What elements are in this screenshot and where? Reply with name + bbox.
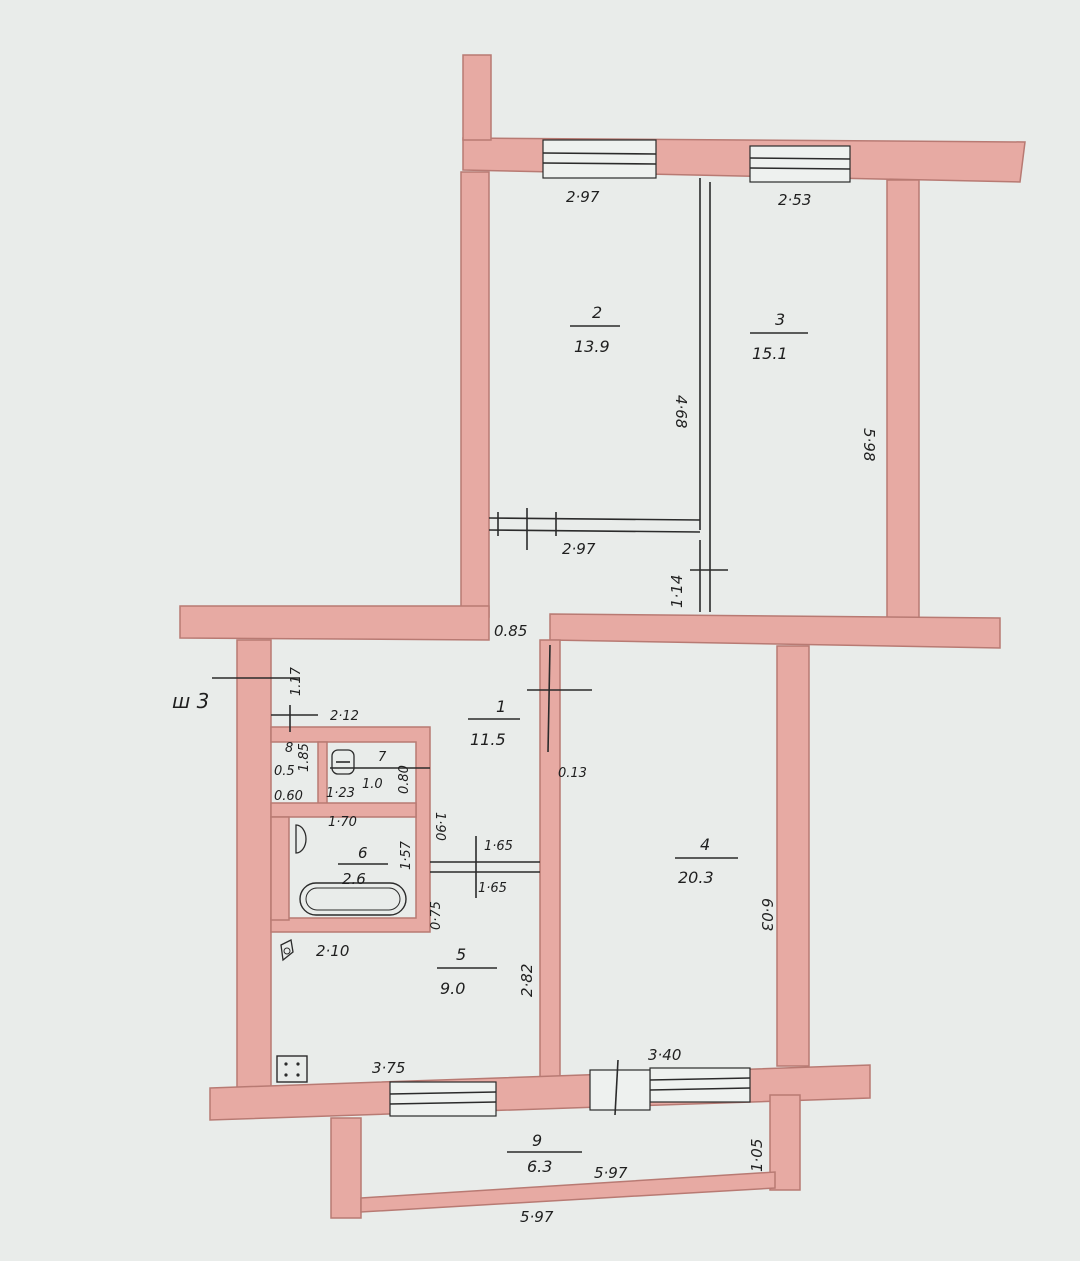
dim-balcony-outer: 5·97 bbox=[520, 1208, 554, 1226]
room-9-area: 6.3 bbox=[527, 1157, 552, 1176]
wall-balcony-bottom bbox=[360, 1171, 776, 1213]
stove-icon bbox=[276, 1055, 308, 1083]
wall-room4-left bbox=[539, 639, 561, 1081]
dim-1-65-top: 1·65 bbox=[484, 839, 513, 854]
partitions bbox=[212, 178, 728, 1153]
dim-1-17: 1.17 bbox=[289, 666, 304, 696]
dim-door-1-14: 1·14 bbox=[668, 575, 686, 608]
windows bbox=[389, 139, 851, 1117]
dim-balcony-inner: 5·97 bbox=[594, 1164, 628, 1182]
dim-1-90: 1·90 bbox=[432, 812, 447, 841]
window-kitchen bbox=[389, 1081, 497, 1117]
window-room4 bbox=[649, 1067, 751, 1103]
room-9-number: 9 bbox=[532, 1131, 542, 1150]
room-8-number: 8 bbox=[285, 741, 293, 756]
dim-2-12: 2·12 bbox=[330, 709, 359, 724]
room-1-area: 11.5 bbox=[470, 730, 506, 749]
room-1-number: 1 bbox=[496, 697, 506, 716]
wall-middle-left bbox=[179, 605, 490, 641]
wall-balcony-left bbox=[330, 1117, 362, 1219]
balcony-door bbox=[589, 1059, 651, 1116]
wall-bath-left bbox=[270, 816, 290, 921]
unit-code: ш 3 bbox=[172, 689, 209, 713]
fixtures bbox=[276, 749, 407, 1083]
dim-0-13: 0.13 bbox=[558, 766, 587, 781]
toilet-icon bbox=[331, 749, 355, 775]
dimension-labels: ш 3 2·97 2·53 4·68 5·98 2·97 1·14 0.85 1… bbox=[172, 188, 878, 1226]
dim-1-85: 1.85 bbox=[297, 743, 312, 772]
room-7-number: 7 bbox=[378, 750, 387, 765]
dim-bedroom2-top: 2·97 bbox=[566, 188, 600, 206]
room-5-area: 9.0 bbox=[440, 979, 465, 998]
room-7-area: 1.0 bbox=[362, 777, 383, 792]
wall-stub-top bbox=[462, 54, 492, 141]
dim-3-40: 3·40 bbox=[648, 1046, 681, 1064]
dim-6-03: 6·03 bbox=[758, 898, 776, 931]
dim-bedroom3-right: 5·98 bbox=[860, 428, 878, 461]
wall-room4-right bbox=[776, 645, 810, 1067]
window-bedroom2 bbox=[542, 139, 657, 179]
room-4-area: 20.3 bbox=[678, 868, 714, 887]
dim-1-23: 1·23 bbox=[326, 786, 355, 801]
boiler-icon bbox=[280, 939, 294, 962]
room-5-number: 5 bbox=[456, 945, 466, 964]
room-labels: 2 13.9 3 15.1 1 11.5 4 20.3 5 9.0 6 2.6 … bbox=[274, 303, 808, 1176]
dim-0-60: 0.60 bbox=[274, 789, 303, 804]
wall-bedroom2-left bbox=[460, 171, 490, 618]
dim-0-80: 0.80 bbox=[397, 765, 412, 794]
dim-2-10: 2·10 bbox=[316, 942, 349, 960]
dim-bedroom2-bottom: 2·97 bbox=[562, 540, 596, 558]
window-bedroom3 bbox=[749, 145, 851, 183]
dim-0-75: 0·75 bbox=[429, 901, 444, 930]
room-4-number: 4 bbox=[700, 835, 710, 854]
dim-bedroom3-top: 2·53 bbox=[778, 191, 811, 209]
wall-bedroom3-right bbox=[886, 179, 920, 621]
room-6-area: 2.6 bbox=[342, 870, 366, 888]
dim-1-65-bottom: 1·65 bbox=[478, 881, 507, 896]
room-6-number: 6 bbox=[358, 844, 368, 862]
wall-middle-right bbox=[549, 613, 1001, 649]
room-3-number: 3 bbox=[775, 310, 785, 329]
room-2-number: 2 bbox=[592, 303, 602, 322]
wall-left-lower bbox=[236, 639, 272, 1091]
walls bbox=[179, 54, 1026, 1219]
dim-3-75: 3·75 bbox=[372, 1059, 405, 1077]
bathtub-icon bbox=[299, 882, 407, 916]
dim-2-82: 2·82 bbox=[518, 964, 536, 997]
room-2-area: 13.9 bbox=[574, 337, 610, 356]
wall-wc-bottom bbox=[270, 802, 417, 818]
sink-icon bbox=[295, 824, 307, 854]
dim-1-57: 1·57 bbox=[399, 840, 414, 870]
dim-1-05: 1·05 bbox=[748, 1139, 766, 1172]
dim-0-85: 0.85 bbox=[494, 622, 527, 640]
dim-1-70: 1·70 bbox=[328, 815, 357, 830]
room-8-area: 0.5 bbox=[274, 764, 295, 779]
dim-partition-vertical: 4·68 bbox=[672, 395, 690, 428]
room-3-area: 15.1 bbox=[752, 344, 788, 363]
